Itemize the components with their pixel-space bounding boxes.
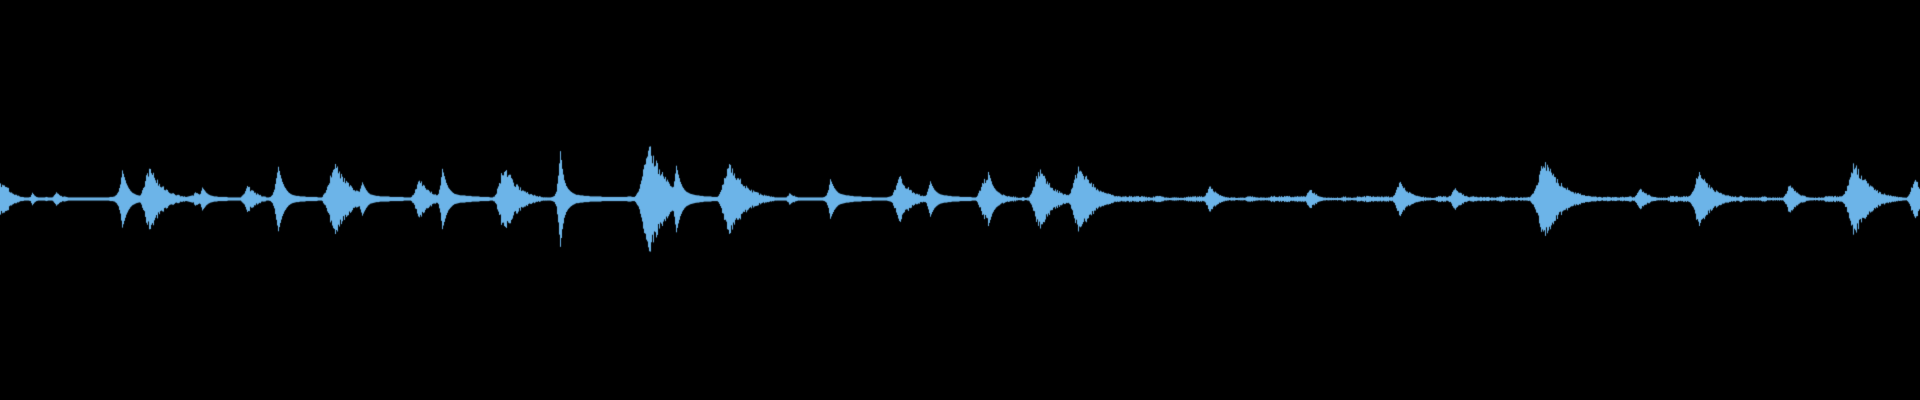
- audio-waveform-canvas[interactable]: [0, 0, 1920, 400]
- waveform-viewer[interactable]: Audio Waveform Audio waveform: [0, 0, 1920, 400]
